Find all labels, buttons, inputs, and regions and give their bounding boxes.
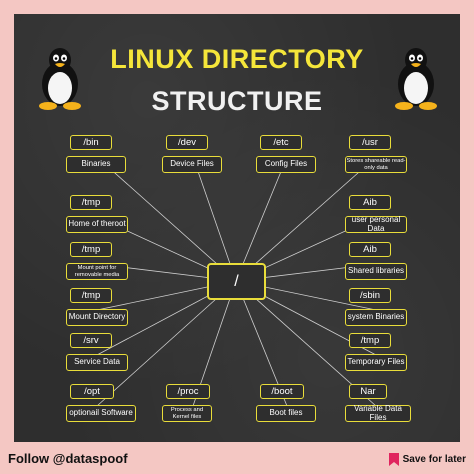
dir-path-box: /sbin: [349, 288, 391, 303]
dir-path-box: /tmp: [70, 195, 112, 210]
dir-description-box: Shared libraries: [345, 263, 407, 280]
dir-description-box: Boot files: [256, 405, 316, 422]
dir-description-box: Home of theroot: [66, 216, 128, 233]
dir-path-box: /bin: [70, 135, 112, 150]
dir-description-box: user personal Data: [345, 215, 407, 233]
penguin-icon: [39, 48, 81, 110]
dir-path-box: /opt: [70, 384, 114, 399]
follow-text: Follow @dataspoof: [8, 451, 128, 466]
dir-description-box: Mount point for removable media: [66, 263, 128, 280]
dir-path-box: /tmp: [70, 288, 112, 303]
title-line-2: STRUCTURE: [151, 86, 323, 116]
connector-line: [96, 156, 237, 282]
dir-description-box: Process and Kernel files: [162, 405, 212, 422]
dir-description-box: system Binaries: [345, 309, 407, 326]
connector-line: [235, 156, 288, 282]
dir-path-box: /etc: [260, 135, 302, 150]
dir-path-box: /boot: [260, 384, 304, 399]
dir-path-box: /usr: [349, 135, 391, 150]
title-line-1: LINUX DIRECTORY: [110, 44, 364, 74]
dir-path-box: /tmp: [70, 242, 112, 257]
dir-path-box: /tmp: [349, 333, 391, 348]
dir-path-box: Aib: [349, 195, 391, 210]
dir-description-box: optionail Software: [66, 405, 136, 422]
dir-path-box: /dev: [166, 135, 208, 150]
dir-description-box: Service Data: [66, 354, 128, 371]
connector-line: [192, 156, 237, 282]
dir-path-box: /srv: [70, 333, 112, 348]
save-for-later-label: Save for later: [402, 454, 466, 465]
dir-description-box: Mount Directory: [66, 309, 128, 326]
root-node: /: [207, 263, 266, 300]
bookmark-icon: [388, 453, 399, 466]
connector-line: [96, 280, 237, 407]
dir-description-box: Config Files: [256, 156, 316, 173]
penguin-icon: [395, 48, 437, 110]
dir-path-box: Aib: [349, 242, 391, 257]
dir-path-box: /proc: [166, 384, 210, 399]
dir-description-box: Stores shareable read-only data: [345, 156, 407, 173]
save-for-later[interactable]: Save for later: [388, 453, 466, 466]
dir-description-box: Binaries: [66, 156, 126, 173]
dir-description-box: Temporary Files: [345, 354, 407, 371]
dir-description-box: Device Files: [162, 156, 222, 173]
dir-description-box: Variable Data Files: [345, 404, 411, 422]
dir-path-box: Nar: [349, 384, 387, 399]
connector-line: [235, 156, 377, 282]
